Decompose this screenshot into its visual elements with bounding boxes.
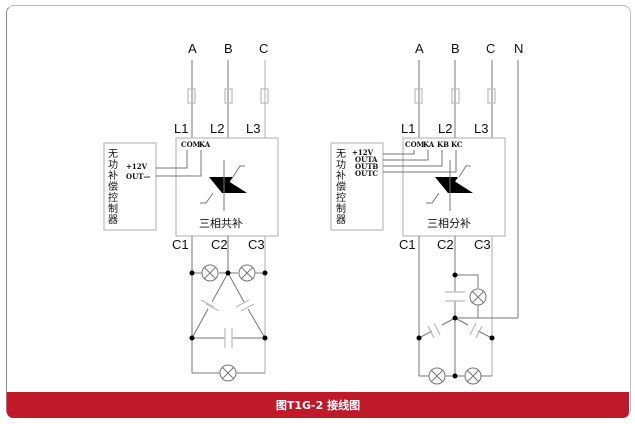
pin-com: COM (181, 140, 201, 149)
lamp-icon (469, 288, 487, 306)
lamp-icon (428, 367, 446, 385)
phase-n-label: N (514, 41, 523, 56)
fuse-icon (451, 88, 460, 104)
fuse-icon (487, 88, 496, 104)
pin-com: COM (405, 140, 425, 149)
pin-12v: +12V (352, 148, 374, 157)
line-l2-label: L2 (210, 121, 224, 136)
pin-12v: +12V (126, 162, 148, 171)
lamp-icon (219, 364, 237, 382)
out-c3-label: C3 (474, 237, 491, 252)
fuse-icon (224, 88, 233, 104)
controller-char: 补 (336, 169, 346, 182)
fuse-icon (414, 88, 423, 104)
out-c2-label: C2 (211, 237, 228, 252)
pin-kb: KB (437, 140, 449, 149)
line-l2-label: L2 (438, 121, 452, 136)
phase-b-label: B (224, 41, 233, 56)
phase-b-label: B (451, 41, 460, 56)
pin-outa: OUTA (355, 155, 378, 164)
controller-char: 制 (108, 202, 118, 215)
module-label: 三相分补 (427, 217, 471, 230)
lamp-icon (201, 264, 219, 282)
line-l1-label: L1 (174, 121, 188, 136)
controller-char: 功 (336, 159, 346, 171)
pin-kc: KC (451, 140, 463, 149)
pin-out: OUT— (126, 172, 150, 181)
phase-c-label: C (486, 41, 495, 56)
controller-char: 偿 (108, 180, 118, 193)
line-l3-label: L3 (474, 121, 488, 136)
controller-char: 无 (108, 149, 118, 160)
module-box (175, 137, 279, 237)
pin-outc: OUTC (355, 169, 378, 178)
fuse-icon (187, 88, 196, 104)
thyristor-icon (200, 160, 247, 211)
lamp-icon (238, 264, 256, 282)
out-c2-label: C2 (437, 237, 454, 252)
controller-char: 偿 (336, 180, 346, 193)
out-c1-label: C1 (172, 237, 189, 252)
out-c1-label: C1 (399, 237, 416, 252)
out-c3-label: C3 (248, 237, 265, 252)
line-l1-label: L1 (401, 121, 415, 136)
phase-a-label: A (415, 41, 424, 56)
controller-char: 无 (336, 149, 346, 160)
controller-box (103, 142, 157, 231)
pin-ka: KA (423, 140, 435, 149)
pin-ka: KA (199, 140, 211, 149)
lamp-icon (464, 367, 482, 385)
controller-char: 制 (336, 202, 346, 215)
phase-a-label: A (188, 41, 197, 56)
phase-c-label: C (259, 41, 268, 56)
controller-char: 控 (336, 191, 346, 204)
controller-char: 控 (108, 191, 118, 204)
controller-char: 器 (108, 214, 118, 226)
figure-caption: 图T1G-2 接线图 (7, 392, 629, 418)
thyristor-icon (426, 160, 473, 211)
pin-outb: OUTB (355, 162, 378, 171)
fuse-icon (260, 88, 269, 104)
controller-char: 器 (336, 214, 346, 226)
right-diagram: A B C N L1 L2 L3 COM KA KB KC 三相分补 无 功 补… (330, 41, 523, 385)
diagram-frame (6, 5, 631, 418)
module-box (402, 137, 506, 237)
controller-char: 补 (108, 169, 118, 182)
module-label: 三相共补 (199, 217, 243, 230)
left-diagram: A B C L1 L2 L3 COM KA 三相共补 无 功 补 偿 控 制 器 (103, 41, 279, 382)
line-l3-label: L3 (246, 121, 260, 136)
controller-box (330, 142, 384, 231)
controller-char: 功 (108, 159, 118, 171)
